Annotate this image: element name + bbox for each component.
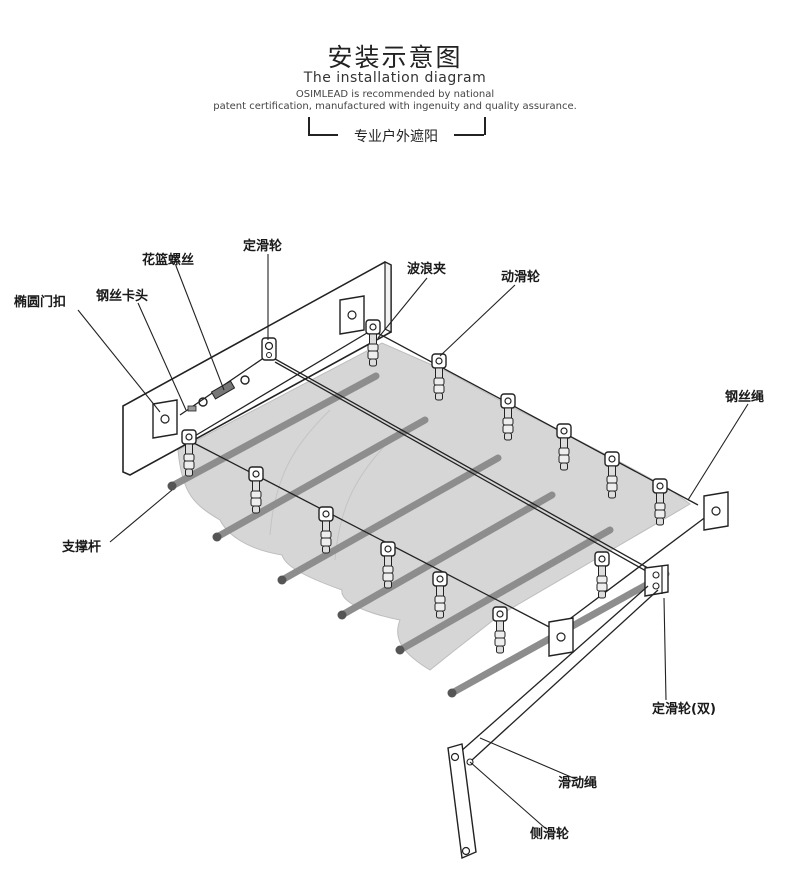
wall-board (122, 261, 392, 476)
label-fixed-pulley: 定滑轮 (242, 238, 282, 254)
end-plate-front (548, 617, 574, 657)
label-moving-pulley: 动滑轮 (501, 269, 540, 285)
wall-hook-left (152, 399, 178, 439)
label-wire-clamp: 钢丝卡头 (96, 288, 148, 304)
support-rods (168, 372, 670, 697)
label-wire-rope: 钢丝绳 (725, 389, 764, 405)
wall-plate-right (703, 491, 729, 531)
label-sliding-rope: 滑动绳 (558, 775, 597, 791)
label-fixed-pulley-double: 定滑轮(双) (651, 701, 716, 717)
leader-lines (77, 254, 749, 829)
tag-line-right (454, 134, 484, 136)
tag-frame (308, 117, 486, 135)
tag-line-left (308, 134, 338, 136)
sliding-ropes (459, 585, 659, 761)
tag-text: 专业户外遮阳 (338, 126, 454, 146)
side-pulley-bracket (447, 743, 477, 860)
label-side-pulley: 侧滑轮 (530, 826, 569, 842)
rod-caps (167, 481, 457, 698)
fixed-pulley-top (261, 337, 277, 361)
label-support-rod: 支撑杆 (61, 539, 101, 555)
subtitle-line-2: patent certification, manufactured with … (213, 101, 577, 112)
double-fixed-pulley (644, 564, 669, 597)
diagram-title-en: The installation diagram (303, 70, 487, 86)
subtitle-line-1: OSIMLEAD is recommended by national (295, 89, 495, 100)
turnbuckle-assembly (187, 375, 250, 412)
label-wave-clip: 波浪夹 (407, 261, 446, 277)
wall-hook-right (339, 295, 365, 335)
label-turnbuckle: 花篮螺丝 (142, 252, 194, 268)
diagram-title: 安装示意图 (327, 43, 463, 72)
label-oval-hook: 椭圆门扣 (14, 294, 66, 310)
